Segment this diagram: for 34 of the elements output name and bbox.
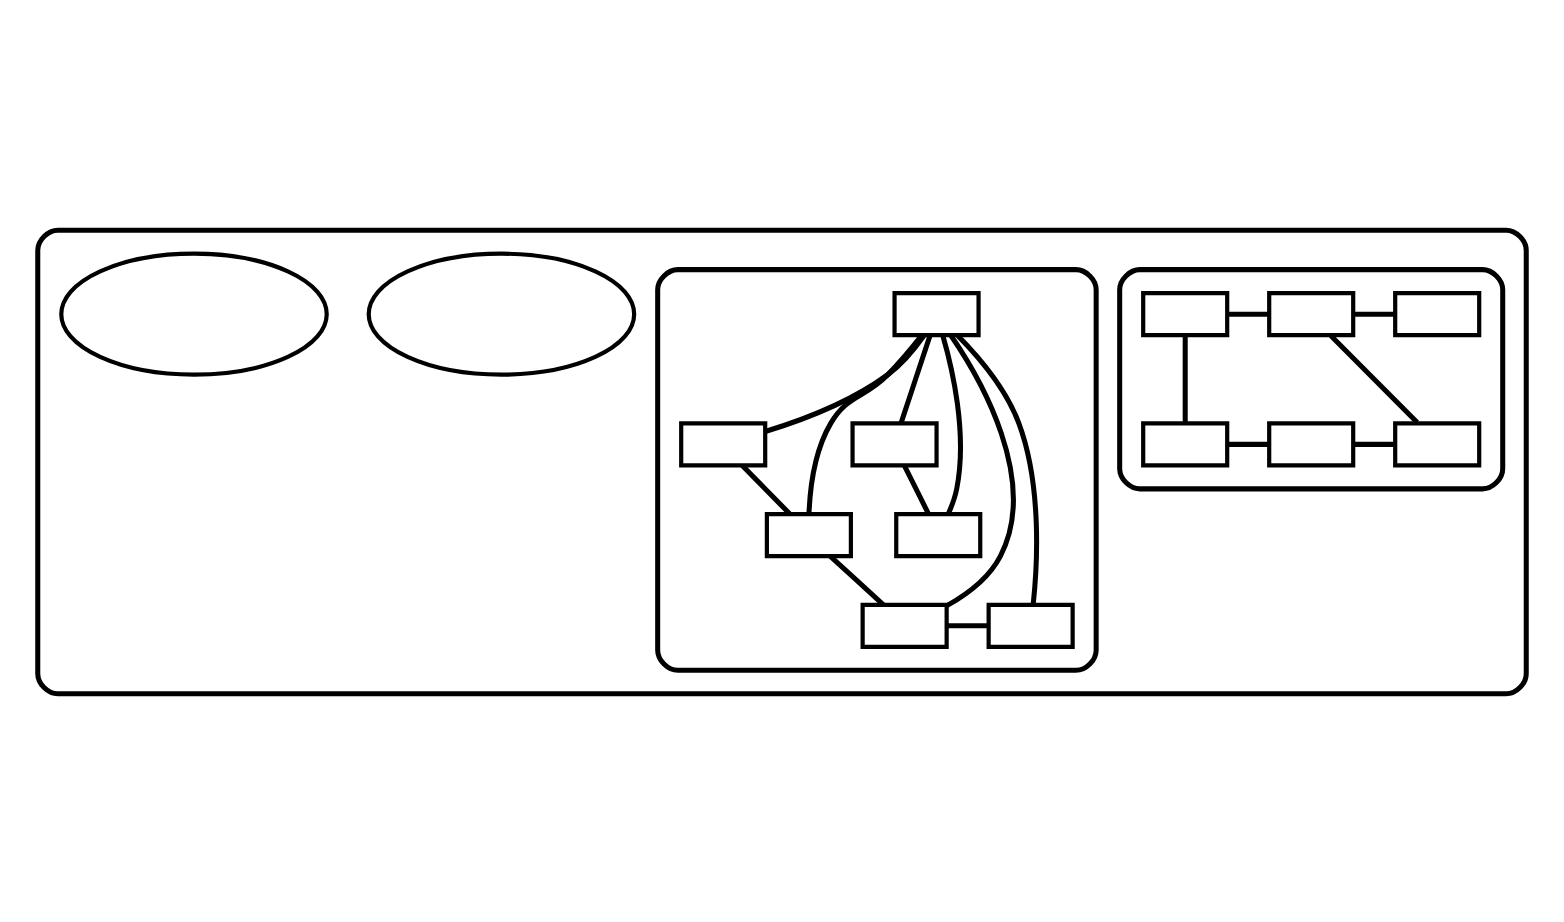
node-box <box>1267 420 1356 467</box>
connector <box>806 333 924 513</box>
node-box <box>1141 420 1230 467</box>
node-box <box>894 511 983 558</box>
connector <box>898 333 933 423</box>
connector <box>1227 440 1269 446</box>
node-box <box>860 601 949 648</box>
cluster <box>1117 266 1506 491</box>
node-box <box>679 420 768 467</box>
node-box <box>850 420 939 467</box>
cluster <box>655 266 1099 672</box>
node-box <box>764 511 853 558</box>
connector <box>740 462 792 515</box>
node-box <box>1393 420 1482 467</box>
node-box <box>1141 290 1230 337</box>
connector <box>956 332 1040 604</box>
connector <box>1227 310 1269 316</box>
cluster <box>35 226 1529 696</box>
connector <box>1182 334 1188 422</box>
node-box <box>986 601 1075 648</box>
node-ellipse <box>366 250 637 376</box>
connector <box>940 333 963 514</box>
connector <box>828 553 886 606</box>
node-box <box>892 290 981 337</box>
node-ellipse <box>59 250 329 376</box>
connector <box>902 463 931 515</box>
connector <box>764 332 927 433</box>
connector <box>945 333 1016 607</box>
connector <box>1353 310 1395 316</box>
connector <box>1353 440 1395 446</box>
node-box <box>1393 290 1482 337</box>
connector <box>947 622 989 628</box>
node-box <box>1267 290 1356 337</box>
connector <box>1329 332 1420 424</box>
